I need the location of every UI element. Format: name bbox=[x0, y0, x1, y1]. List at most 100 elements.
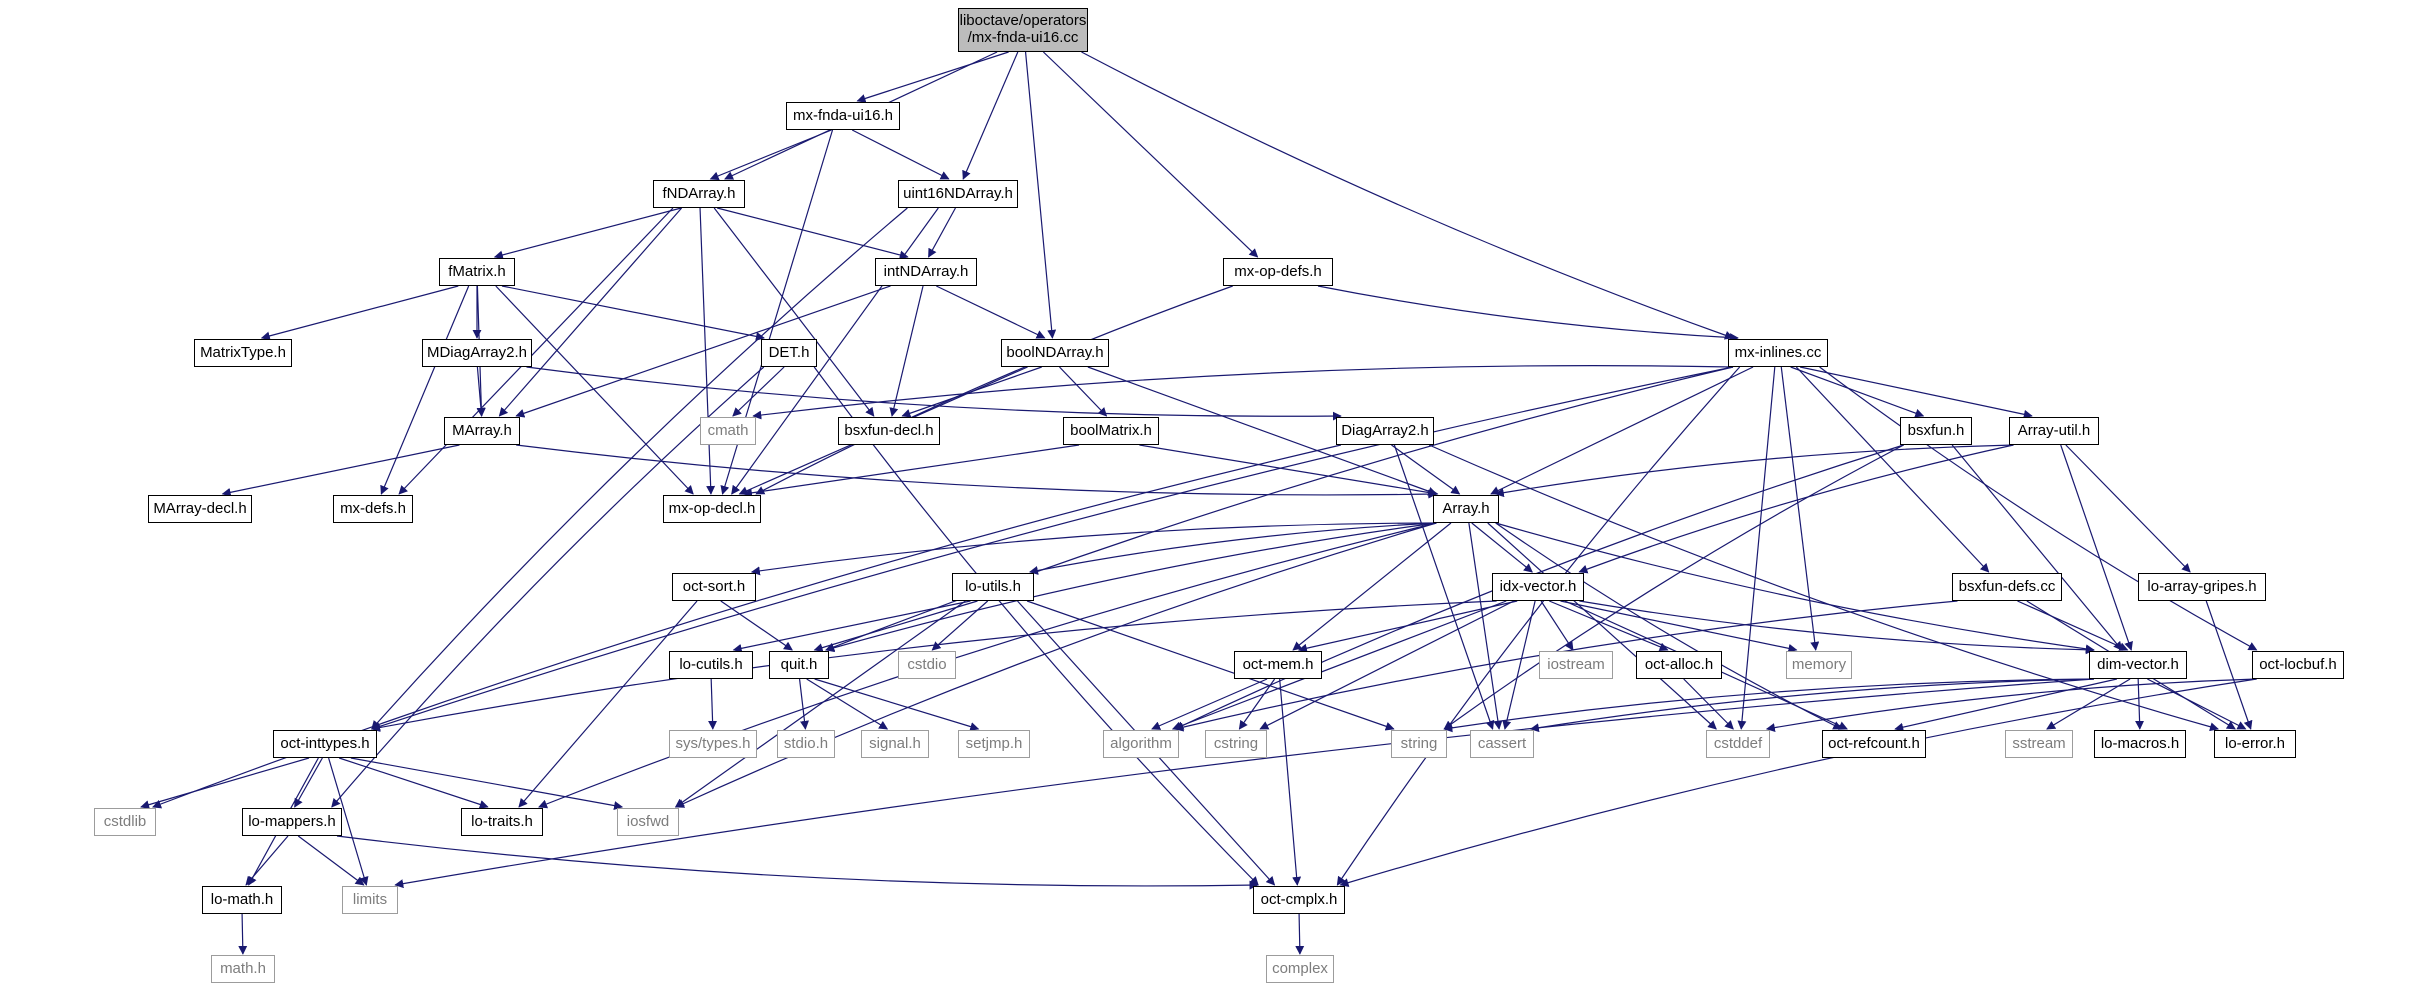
graph-node-lo-cutils.h[interactable]: lo-cutils.h bbox=[669, 651, 753, 679]
graph-node-oct-mem.h[interactable]: oct-mem.h bbox=[1234, 651, 1322, 679]
include-edge bbox=[371, 207, 908, 730]
include-edge bbox=[1799, 366, 2033, 419]
include-edge bbox=[675, 522, 1437, 808]
graph-node-oct-locbuf.h[interactable]: oct-locbuf.h bbox=[2252, 651, 2344, 679]
include-edge bbox=[889, 285, 924, 417]
include-edge bbox=[674, 600, 966, 808]
include-edge bbox=[1393, 444, 1495, 730]
graph-node-oct-alloc.h[interactable]: oct-alloc.h bbox=[1636, 651, 1722, 679]
graph-node-memory: memory bbox=[1786, 651, 1852, 679]
graph-node-lo-math.h[interactable]: lo-math.h bbox=[202, 886, 282, 914]
graph-node-cstdlib: cstdlib bbox=[94, 808, 156, 836]
graph-node-MArray-decl.h[interactable]: MArray-decl.h bbox=[148, 495, 252, 523]
graph-node-quit.h[interactable]: quit.h bbox=[769, 651, 829, 679]
graph-node-boolNDArray.h[interactable]: boolNDArray.h bbox=[1001, 339, 1109, 367]
include-edge bbox=[1490, 366, 1754, 495]
include-edge bbox=[713, 207, 875, 417]
graph-node-sys/types.h: sys/types.h bbox=[669, 730, 757, 758]
graph-node-setjmp.h: setjmp.h bbox=[958, 730, 1030, 758]
graph-node-fMatrix.h[interactable]: fMatrix.h bbox=[439, 258, 515, 286]
include-edge bbox=[1795, 366, 1990, 573]
include-edge bbox=[813, 600, 978, 652]
graph-node-bsxfun-decl.h[interactable]: bsxfun-decl.h bbox=[838, 417, 940, 445]
include-edge bbox=[1579, 600, 2095, 655]
graph-node-lo-traits.h[interactable]: lo-traits.h bbox=[461, 808, 543, 836]
include-edge bbox=[336, 835, 1259, 890]
include-edge bbox=[750, 522, 1437, 576]
include-edge bbox=[814, 678, 980, 731]
include-edge bbox=[1737, 366, 1776, 730]
graph-node-lo-utils.h[interactable]: lo-utils.h bbox=[952, 573, 1034, 601]
graph-node-MatrixType.h[interactable]: MatrixType.h bbox=[194, 339, 292, 367]
graph-node-uint16NDArray.h[interactable]: uint16NDArray.h bbox=[898, 180, 1018, 208]
graph-node-oct-cmplx.h[interactable]: oct-cmplx.h bbox=[1253, 886, 1345, 914]
graph-node-mx-op-decl.h[interactable]: mx-op-decl.h bbox=[663, 495, 761, 523]
graph-node-MArray.h[interactable]: MArray.h bbox=[444, 417, 520, 445]
graph-node-intNDArray.h[interactable]: intNDArray.h bbox=[875, 258, 977, 286]
graph-node-lo-macros.h[interactable]: lo-macros.h bbox=[2094, 730, 2186, 758]
graph-node-fNDArray.h[interactable]: fNDArray.h bbox=[653, 180, 745, 208]
include-edge bbox=[743, 444, 1080, 498]
include-edge bbox=[1042, 51, 1259, 258]
graph-node-mx-fnda-ui16.h[interactable]: mx-fnda-ui16.h bbox=[786, 102, 900, 130]
graph-node-dim-vector.h[interactable]: dim-vector.h bbox=[2089, 651, 2187, 679]
graph-node-Array-util.h[interactable]: Array-util.h bbox=[2009, 417, 2099, 445]
graph-node-mx-defs.h[interactable]: mx-defs.h bbox=[333, 495, 413, 523]
include-edge bbox=[2017, 600, 2129, 651]
graph-node-bsxfun-defs.cc[interactable]: bsxfun-defs.cc bbox=[1952, 573, 2062, 601]
graph-node-DET.h[interactable]: DET.h bbox=[761, 339, 817, 367]
graph-node-mx-inlines.cc[interactable]: mx-inlines.cc bbox=[1728, 339, 1828, 367]
include-edge bbox=[394, 678, 2094, 889]
graph-node-DiagArray2.h[interactable]: DiagArray2.h bbox=[1336, 417, 1434, 445]
graph-node-lo-array-gripes.h[interactable]: lo-array-gripes.h bbox=[2138, 573, 2266, 601]
include-edge bbox=[1279, 678, 1302, 886]
include-edge bbox=[1790, 366, 1925, 418]
include-edge bbox=[2147, 678, 2247, 730]
include-edge bbox=[294, 757, 323, 808]
include-edge bbox=[708, 678, 718, 730]
include-edge bbox=[1780, 366, 1820, 651]
graph-node-lo-mappers.h[interactable]: lo-mappers.h bbox=[242, 808, 342, 836]
graph-node-bsxfun.h[interactable]: bsxfun.h bbox=[1900, 417, 1972, 445]
include-edge bbox=[398, 207, 674, 495]
include-edge bbox=[2135, 678, 2145, 730]
include-edge bbox=[928, 207, 956, 258]
graph-node-oct-inttypes.h[interactable]: oct-inttypes.h bbox=[273, 730, 377, 758]
include-edge bbox=[798, 678, 809, 730]
graph-node-mx-op-defs.h[interactable]: mx-op-defs.h bbox=[1223, 258, 1333, 286]
graph-node-MDiagArray2.h[interactable]: MDiagArray2.h bbox=[422, 339, 532, 367]
include-edge bbox=[931, 600, 989, 651]
include-edge bbox=[851, 129, 950, 180]
include-edge bbox=[370, 366, 1734, 731]
graph-node-oct-sort.h[interactable]: oct-sort.h bbox=[672, 573, 756, 601]
include-edge bbox=[699, 207, 716, 495]
graph-node-Array.h[interactable]: Array.h bbox=[1433, 495, 1499, 523]
graph-node-limits: limits bbox=[342, 886, 398, 914]
include-edge bbox=[260, 285, 459, 341]
include-edge bbox=[1297, 600, 1518, 653]
include-edge bbox=[1428, 444, 2219, 732]
graph-node-oct-refcount.h[interactable]: oct-refcount.h bbox=[1822, 730, 1926, 758]
graph-node-string: string bbox=[1391, 730, 1447, 758]
include-edge bbox=[1951, 444, 2123, 651]
include-edge bbox=[825, 522, 1437, 653]
graph-node-boolMatrix.h[interactable]: boolMatrix.h bbox=[1063, 417, 1159, 445]
include-edge bbox=[1487, 522, 1717, 730]
include-edge bbox=[338, 757, 489, 809]
include-edge bbox=[1560, 600, 1798, 653]
include-edge bbox=[1443, 678, 2094, 733]
include-edge bbox=[731, 207, 939, 495]
include-edge bbox=[495, 285, 694, 495]
include-edge bbox=[1081, 51, 1734, 340]
include-edge bbox=[245, 835, 289, 886]
include-edge bbox=[538, 522, 1437, 809]
include-edge bbox=[1171, 600, 1507, 731]
include-edge bbox=[140, 757, 310, 810]
graph-node-idx-vector.h[interactable]: idx-vector.h bbox=[1492, 573, 1584, 601]
include-edge bbox=[1391, 444, 1461, 495]
include-edge bbox=[516, 444, 1438, 499]
graph-node-lo-error.h[interactable]: lo-error.h bbox=[2214, 730, 2296, 758]
include-edge bbox=[380, 285, 470, 495]
